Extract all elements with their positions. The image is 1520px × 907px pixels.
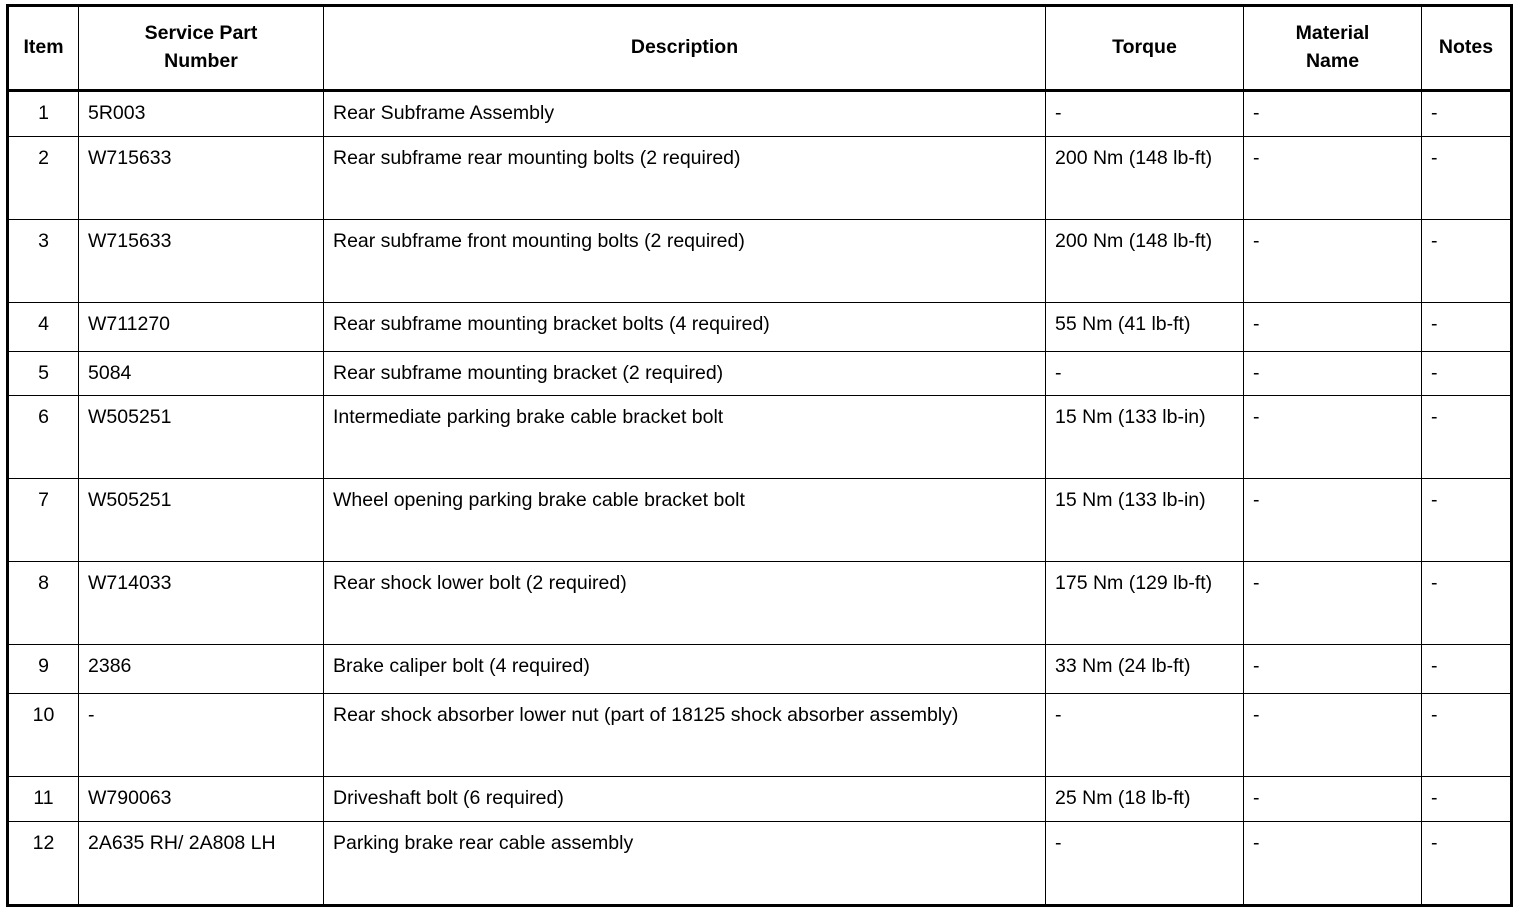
- cell-service-part-number: 2386: [78, 644, 324, 695]
- cell-service-part-number: W715633: [78, 218, 324, 303]
- cell-torque: 175 Nm (129 lb-ft): [1045, 561, 1244, 646]
- cell-item: 8: [7, 561, 79, 646]
- cell-notes: -: [1421, 821, 1512, 907]
- cell-notes: -: [1421, 135, 1512, 220]
- cell-description: Rear shock lower bolt (2 required): [323, 561, 1046, 646]
- cell-torque: -: [1045, 350, 1244, 397]
- cell-material-name: -: [1243, 218, 1422, 303]
- cell-torque: -: [1045, 693, 1244, 778]
- cell-item: 12: [7, 821, 79, 907]
- cell-item: 10: [7, 693, 79, 778]
- cell-item: 1: [7, 90, 79, 137]
- cell-material-name: -: [1243, 561, 1422, 646]
- cell-service-part-number: -: [78, 693, 324, 778]
- cell-item: 4: [7, 301, 79, 352]
- cell-torque: 55 Nm (41 lb-ft): [1045, 301, 1244, 352]
- header-row: Item Service Part Number Description Tor…: [7, 5, 1512, 92]
- column-header-material-name: Material Name: [1243, 5, 1422, 92]
- column-header-item: Item: [7, 5, 79, 92]
- cell-notes: -: [1421, 693, 1512, 778]
- column-header-torque: Torque: [1045, 5, 1244, 92]
- cell-description: Parking brake rear cable assembly: [323, 821, 1046, 907]
- cell-notes: -: [1421, 561, 1512, 646]
- cell-description: Brake caliper bolt (4 required): [323, 644, 1046, 695]
- cell-torque: 15 Nm (133 lb-in): [1045, 478, 1244, 563]
- cell-item: 6: [7, 395, 79, 480]
- cell-torque: -: [1045, 90, 1244, 137]
- cell-service-part-number: W505251: [78, 395, 324, 480]
- cell-notes: -: [1421, 350, 1512, 397]
- cell-material-name: -: [1243, 90, 1422, 137]
- table-header: Item Service Part Number Description Tor…: [7, 5, 1512, 92]
- cell-material-name: -: [1243, 693, 1422, 778]
- table-row: 10-Rear shock absorber lower nut (part o…: [7, 693, 1512, 778]
- cell-material-name: -: [1243, 301, 1422, 352]
- cell-notes: -: [1421, 218, 1512, 303]
- cell-item: 9: [7, 644, 79, 695]
- cell-material-name: -: [1243, 395, 1422, 480]
- cell-torque: -: [1045, 821, 1244, 907]
- column-header-notes: Notes: [1421, 5, 1512, 92]
- cell-item: 7: [7, 478, 79, 563]
- cell-torque: 200 Nm (148 lb-ft): [1045, 135, 1244, 220]
- cell-material-name: -: [1243, 135, 1422, 220]
- cell-description: Driveshaft bolt (6 required): [323, 776, 1046, 823]
- column-header-material-name-line1: Material: [1295, 22, 1370, 45]
- cell-material-name: -: [1243, 350, 1422, 397]
- cell-notes: -: [1421, 301, 1512, 352]
- cell-notes: -: [1421, 644, 1512, 695]
- cell-torque: 200 Nm (148 lb-ft): [1045, 218, 1244, 303]
- cell-description: Rear subframe mounting bracket (2 requir…: [323, 350, 1046, 397]
- cell-material-name: -: [1243, 821, 1422, 907]
- cell-description: Rear subframe rear mounting bolts (2 req…: [323, 135, 1046, 220]
- cell-service-part-number: 5084: [78, 350, 324, 397]
- column-header-material-name-line2: Name: [1305, 50, 1360, 72]
- cell-service-part-number: 5R003: [78, 90, 324, 137]
- cell-service-part-number: W714033: [78, 561, 324, 646]
- cell-description: Rear Subframe Assembly: [323, 90, 1046, 137]
- cell-torque: 33 Nm (24 lb-ft): [1045, 644, 1244, 695]
- column-header-service-part-number: Service Part Number: [78, 5, 324, 92]
- column-header-service-part-number-line1: Service Part: [144, 22, 258, 45]
- service-parts-torque-table: Item Service Part Number Description Tor…: [6, 4, 1513, 907]
- cell-torque: 15 Nm (133 lb-in): [1045, 395, 1244, 480]
- cell-service-part-number: W715633: [78, 135, 324, 220]
- cell-item: 3: [7, 218, 79, 303]
- cell-description: Rear subframe mounting bracket bolts (4 …: [323, 301, 1046, 352]
- cell-item: 11: [7, 776, 79, 823]
- cell-description: Rear shock absorber lower nut (part of 1…: [323, 693, 1046, 778]
- cell-material-name: -: [1243, 644, 1422, 695]
- cell-material-name: -: [1243, 776, 1422, 823]
- cell-service-part-number: W505251: [78, 478, 324, 563]
- column-header-service-part-number-line2: Number: [164, 50, 238, 72]
- cell-item: 2: [7, 135, 79, 220]
- cell-description: Wheel opening parking brake cable bracke…: [323, 478, 1046, 563]
- cell-torque: 25 Nm (18 lb-ft): [1045, 776, 1244, 823]
- cell-service-part-number: W790063: [78, 776, 324, 823]
- cell-service-part-number: 2A635 RH/ 2A808 LH: [78, 821, 324, 907]
- cell-notes: -: [1421, 395, 1512, 480]
- cell-description: Intermediate parking brake cable bracket…: [323, 395, 1046, 480]
- cell-description: Rear subframe front mounting bolts (2 re…: [323, 218, 1046, 303]
- cell-notes: -: [1421, 478, 1512, 563]
- document-page: Item Service Part Number Description Tor…: [6, 4, 1513, 907]
- cell-notes: -: [1421, 90, 1512, 137]
- cell-item: 5: [7, 350, 79, 397]
- column-header-description: Description: [323, 5, 1046, 92]
- cell-material-name: -: [1243, 478, 1422, 563]
- cell-service-part-number: W711270: [78, 301, 324, 352]
- cell-notes: -: [1421, 776, 1512, 823]
